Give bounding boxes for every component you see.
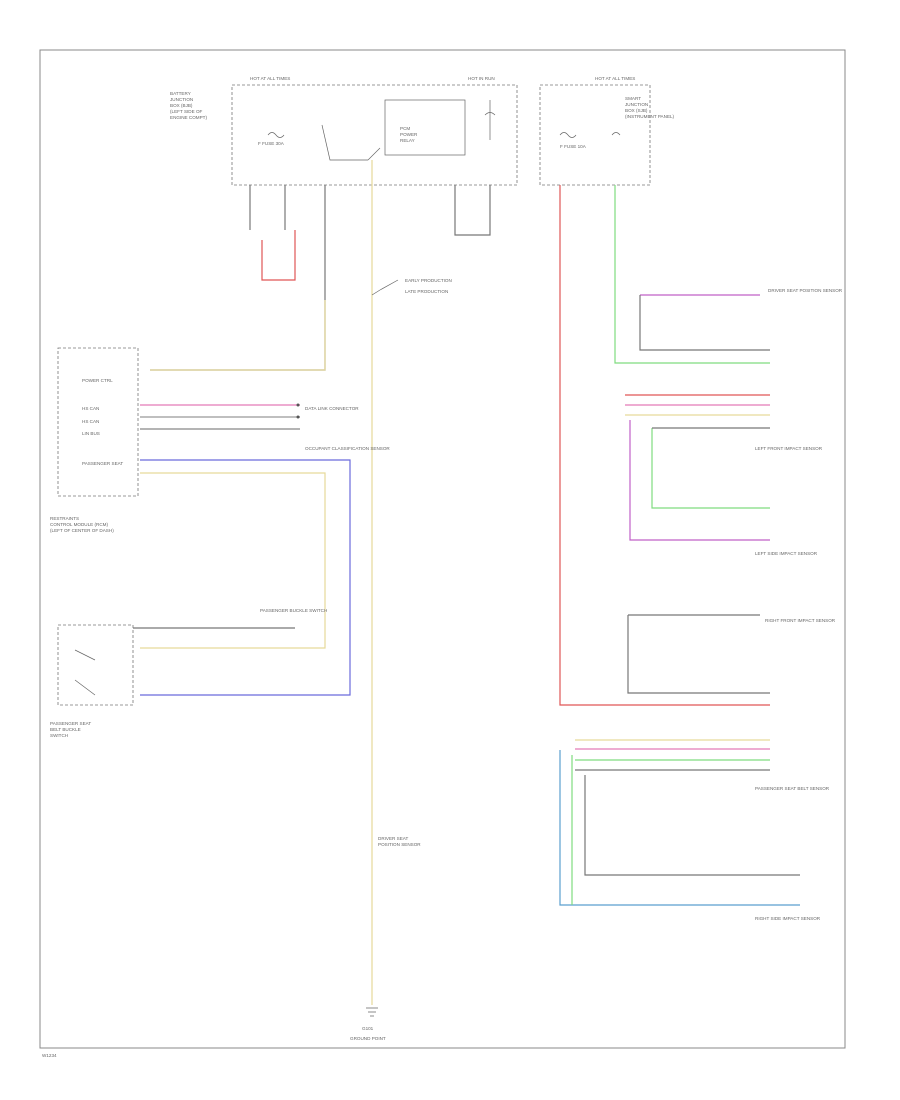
pcm-relay-box: [384, 99, 466, 156]
sjb-fuse-label: F FUSE 10A: [560, 144, 587, 149]
rcm-pin-lin: LIN BUS: [82, 431, 100, 436]
prod-switch-icon: [371, 279, 399, 296]
sjb-fuse-icon: [559, 132, 621, 138]
dlc-pin-1: [296, 403, 300, 407]
bjb-fuse-label: F FUSE 30A: [258, 141, 285, 146]
rcm-box: [57, 347, 139, 497]
right-side-label: RIGHT SIDE IMPACT SENSOR: [755, 916, 821, 921]
rcm-pin-hscan2: HS CAN: [82, 419, 99, 424]
pass-buckle-label: PASSENGER BUCKLE SWITCH: [260, 608, 327, 613]
wire-bjb-3: [150, 185, 326, 371]
wire-green-right: [614, 185, 770, 364]
dlc-pin-2: [296, 415, 300, 419]
wire-yellow-rcm2: [140, 472, 326, 649]
wire-teal: [559, 750, 800, 906]
wire-bjb-4: [454, 185, 491, 236]
buckle-switch-icon: [74, 649, 96, 696]
bjb-hot-label: HOT AT ALL TIMES: [250, 76, 290, 81]
wire-magenta-lf: [629, 420, 770, 541]
bjb-fuse-icon: [267, 132, 285, 138]
wire-gray-rf: [627, 615, 770, 694]
right-front-label: RIGHT FRONT IMPACT SENSOR: [765, 618, 836, 623]
wire-blue: [140, 459, 351, 696]
wire-yellow-rcm: [150, 300, 326, 371]
wire-gray-rs: [584, 775, 800, 876]
diagram-frame: [39, 49, 846, 1049]
ground-label: GROUND POINT: [350, 1036, 386, 1041]
occ-sensor-label: OCCUPANT CLASSIFICATION SENSOR: [305, 446, 390, 451]
data-link-label: DATA LINK CONNECTOR: [305, 406, 359, 411]
sjb-hot-label: HOT AT ALL TIMES: [595, 76, 635, 81]
late-prod-label: LATE PRODUCTION: [405, 289, 448, 294]
front-seat-sensor-label: PASSENGER SEAT BELT SENSOR: [755, 786, 830, 791]
footer-code: W1234: [42, 1053, 57, 1058]
wire-red-loop: [261, 230, 296, 281]
sjb-box: [539, 84, 651, 186]
wire-gray-top: [639, 295, 770, 351]
wire-red-right: [559, 185, 770, 706]
hot-run-label: HOT IN RUN: [468, 76, 495, 81]
left-front-label: LEFT FRONT IMPACT SENSOR: [755, 446, 823, 451]
bjb-box: [231, 84, 518, 186]
early-prod-label: EARLY PRODUCTION: [405, 278, 452, 283]
pass-buckle-box: [57, 624, 134, 706]
relay-switch-icon: [321, 124, 381, 161]
left-side-label: LEFT SIDE IMPACT SENSOR: [755, 551, 818, 556]
rcm-pin-hscan1: HS CAN: [82, 406, 99, 411]
rcm-pin-passenger: PASSENGER SEAT: [82, 461, 123, 466]
ground-icon: [366, 1007, 378, 1017]
g-label: G101: [362, 1026, 374, 1031]
wire-green-lf: [651, 428, 770, 509]
rcm-pin-power: POWER CTRL: [82, 378, 113, 383]
bjb-fuse2-icon: [484, 100, 496, 140]
driver-seat-label: DRIVER SEAT POSITION SENSOR: [768, 288, 843, 293]
